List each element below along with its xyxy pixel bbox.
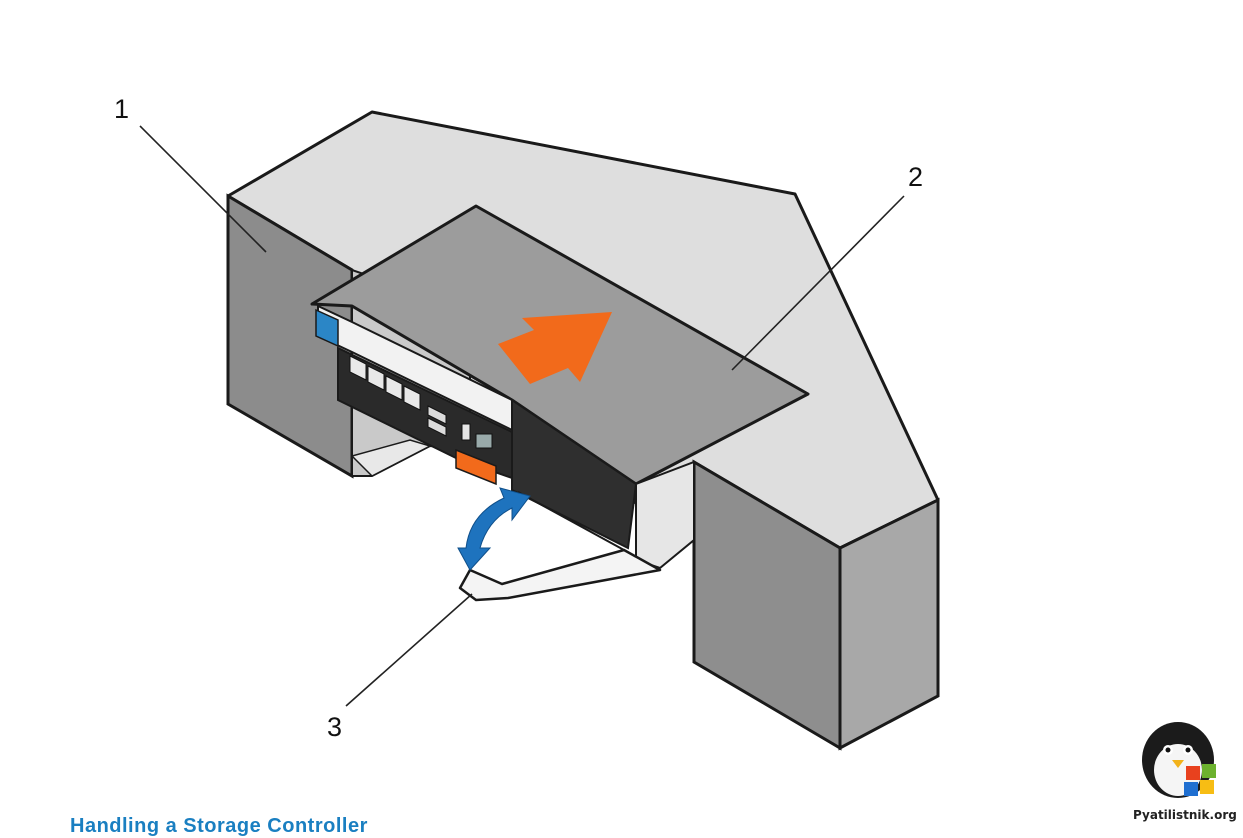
release-lever <box>458 548 662 602</box>
slot-bezel <box>635 460 695 570</box>
sas-ports <box>427 405 447 437</box>
callout-1: 1 <box>114 94 130 124</box>
ethernet-port-icon <box>385 375 403 401</box>
sas-port-icon <box>427 417 447 437</box>
slot-right-wall <box>511 398 638 550</box>
blue-release-tab <box>315 308 339 348</box>
watermark-logo <box>1142 722 1216 798</box>
chassis-right-side <box>838 497 940 751</box>
leader-line-2 <box>731 195 905 371</box>
sas-port-icon <box>427 405 447 425</box>
callout-3: 3 <box>327 712 343 742</box>
push-direction-arrow-icon <box>498 312 612 384</box>
usb-port-icon <box>461 423 471 441</box>
ethernet-port-icon <box>403 385 421 411</box>
ethernet-ports <box>349 355 421 411</box>
windows-flag-icon <box>1186 766 1200 780</box>
ethernet-port-icon <box>349 355 367 381</box>
watermark-text: Pyatilistnik.org <box>1133 808 1237 822</box>
lever-arm-edge <box>517 491 625 551</box>
callout-2: 2 <box>908 162 924 192</box>
orange-latch <box>455 448 497 486</box>
mgmt-port-icon <box>475 433 493 449</box>
rotation-arrow-icon <box>457 487 531 571</box>
ethernet-port-icon <box>367 365 385 391</box>
leader-line-1 <box>139 125 267 253</box>
leader-line-3 <box>345 593 473 707</box>
